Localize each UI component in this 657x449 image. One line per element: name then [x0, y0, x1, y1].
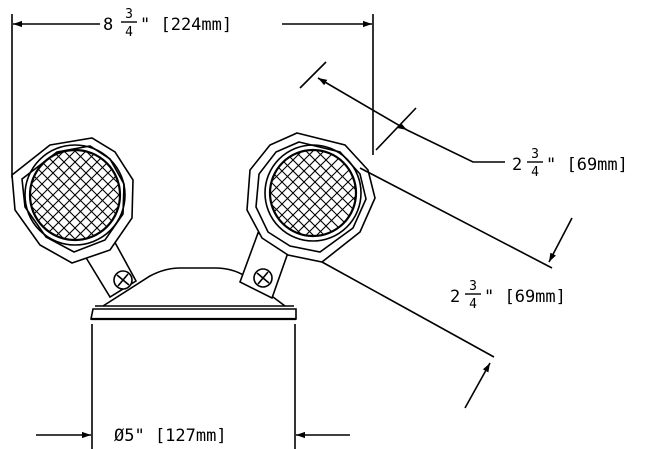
left-lens [28, 148, 122, 242]
base-plate [90, 308, 297, 320]
head-width-dimension [299, 61, 505, 163]
head-depth-arrow-bottom [464, 362, 491, 409]
head-width-extension-bottom [375, 107, 417, 151]
head-width-arrow [317, 77, 408, 131]
head-width-denominator: 4 [531, 165, 539, 180]
head-depth-label: 2 3 4 " [69mm] [450, 279, 566, 312]
lens-mesh-line [305, 150, 356, 236]
lens-mesh-line [74, 150, 120, 240]
base-dome [102, 267, 286, 307]
lens-mesh-line [41, 150, 120, 240]
right-lens [268, 148, 358, 238]
overall-width-denominator: 4 [125, 25, 133, 40]
mounting-base [90, 267, 297, 321]
overall-width-whole: 8 [103, 15, 113, 35]
head-depth-whole: 2 [450, 287, 460, 307]
lens-mesh-line [30, 150, 76, 240]
head-width-numerator: 3 [531, 147, 539, 162]
right-lamp-head [239, 132, 376, 300]
lens-mesh-line [270, 150, 325, 236]
left-lens-grid [30, 150, 120, 240]
right-lamp-housing-inner [255, 141, 367, 253]
lens-mesh-line [30, 150, 87, 240]
overall-width-numerator: 3 [125, 7, 133, 22]
head-depth-extension-top [359, 167, 553, 269]
left-lamp-head [11, 137, 138, 299]
lens-mesh-line [270, 150, 314, 236]
lens-mesh-line [270, 150, 314, 236]
overall-width-rest: " [224mm] [140, 15, 232, 35]
lens-mesh-line [52, 150, 120, 240]
lens-mesh-line [272, 150, 356, 236]
overall-width-label: 8 3 4 " [224mm] [103, 7, 232, 40]
lens-mesh-line [30, 150, 120, 240]
head-depth-denominator: 4 [469, 297, 477, 312]
left-lens-ring [24, 144, 126, 246]
lens-mesh-line [30, 150, 109, 240]
head-depth-arrow-top [548, 217, 573, 263]
head-width-leader [406, 129, 505, 163]
lens-mesh-line [30, 150, 76, 240]
lens-mesh-line [30, 150, 98, 240]
lens-mesh-line [270, 150, 336, 236]
head-depth-rest: " [69mm] [484, 287, 566, 307]
head-depth-extension-bottom [321, 261, 495, 358]
lens-mesh-line [305, 150, 356, 236]
head-width-whole: 2 [512, 155, 522, 175]
overall-width-dimension [11, 14, 374, 178]
lens-mesh-line [294, 150, 356, 236]
lens-mesh-line [270, 150, 347, 236]
lens-mesh-line [283, 150, 356, 236]
lens-mesh-line [63, 150, 120, 240]
lens-mesh-line [30, 150, 120, 240]
base-diameter-label: Ø5" [127mm] [114, 426, 227, 446]
right-lens-ring [264, 144, 362, 242]
head-depth-numerator: 3 [469, 279, 477, 294]
head-width-extension-top [299, 61, 327, 89]
head-depth-dimension [321, 167, 573, 409]
lens-mesh-line [74, 150, 120, 240]
head-width-label: 2 3 4 " [69mm] [512, 147, 628, 180]
head-width-rest: " [69mm] [546, 155, 628, 175]
